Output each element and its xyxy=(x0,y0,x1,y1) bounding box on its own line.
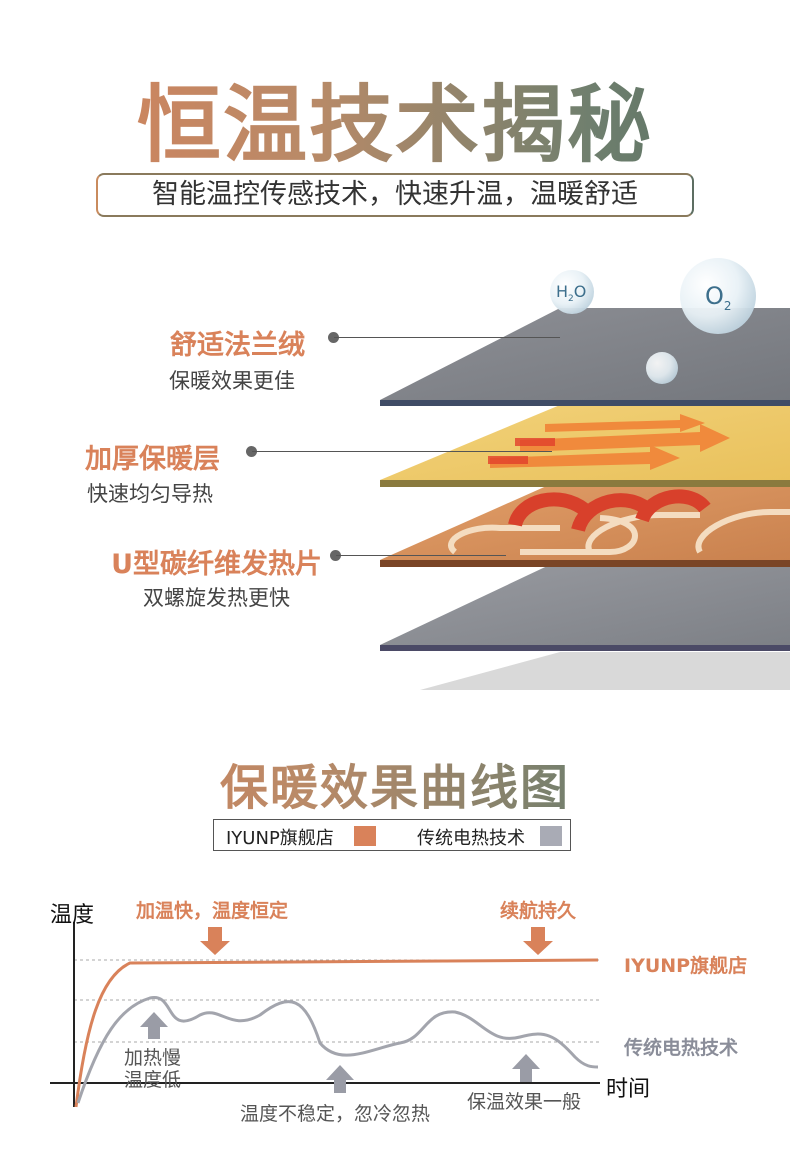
arrow-up-icon xyxy=(512,1054,540,1082)
arrow-down-icon xyxy=(200,927,230,955)
flannel-layer xyxy=(380,308,790,400)
annotation-fast-heat: 加温快，温度恒定 xyxy=(136,900,289,922)
x-axis-label: 时间 xyxy=(606,1077,651,1102)
temperature-chart xyxy=(50,922,600,1108)
chart-legend: IYUNP旗舰店 传统电热技术 xyxy=(213,819,571,851)
small-bubble xyxy=(646,352,678,384)
leader-dot xyxy=(246,446,257,457)
leader-line xyxy=(336,555,506,556)
h2o-label: H2O xyxy=(556,282,587,305)
series-label-traditional: 传统电热技术 xyxy=(624,1037,739,1059)
layer-desc-heater: 双螺旋发热更快 xyxy=(143,586,290,610)
series-label-iyunp: IYUNP旗舰店 xyxy=(624,955,748,977)
layer-desc-flannel: 保暖效果更佳 xyxy=(169,369,295,393)
annotation-low-temp: 温度低 xyxy=(124,1069,182,1091)
annotation-long-lasting: 续航持久 xyxy=(500,900,577,922)
layer-illustration xyxy=(380,258,790,690)
subtitle-banner: 智能温控传感技术，快速升温，温暖舒适 xyxy=(96,173,694,217)
legend-label-traditional: 传统电热技术 xyxy=(417,828,525,849)
layer-label-flannel: 舒适法兰绒 xyxy=(170,330,305,361)
annotation-slow-heat: 加热慢 xyxy=(124,1047,182,1069)
annotation-unstable: 温度不稳定，忽冷忽热 xyxy=(240,1103,431,1125)
legend-label-iyunp: IYUNP旗舰店 xyxy=(226,828,334,849)
leader-dot xyxy=(330,550,341,561)
page-title: 恒温技术揭秘 xyxy=(0,58,790,179)
layer-label-warm: 加厚保暖层 xyxy=(85,444,220,475)
arrow-up-icon xyxy=(140,1012,168,1039)
layer-label-heater: U型碳纤维发热片 xyxy=(111,549,322,580)
arrow-down-icon xyxy=(523,927,553,955)
legend-swatch-traditional xyxy=(540,826,562,846)
h2o-bubble xyxy=(550,270,594,314)
y-axis-label: 温度 xyxy=(50,903,95,928)
annotation-average: 保温效果一般 xyxy=(467,1091,582,1113)
leader-line xyxy=(334,337,560,338)
series-line-iyunp xyxy=(74,958,599,1108)
leader-dot xyxy=(328,332,339,343)
arrow-up-icon xyxy=(326,1065,354,1093)
o2-label: O2 xyxy=(705,282,732,313)
series-line-traditional xyxy=(76,996,599,1104)
chart-title: 保暖效果曲线图 xyxy=(0,748,790,818)
layer-desc-warm: 快速均匀导热 xyxy=(87,482,213,506)
layer-shadow xyxy=(420,652,790,690)
leader-line xyxy=(252,451,552,452)
o2-bubble xyxy=(680,258,756,334)
base-layer xyxy=(380,560,790,645)
legend-swatch-iyunp xyxy=(354,826,376,846)
